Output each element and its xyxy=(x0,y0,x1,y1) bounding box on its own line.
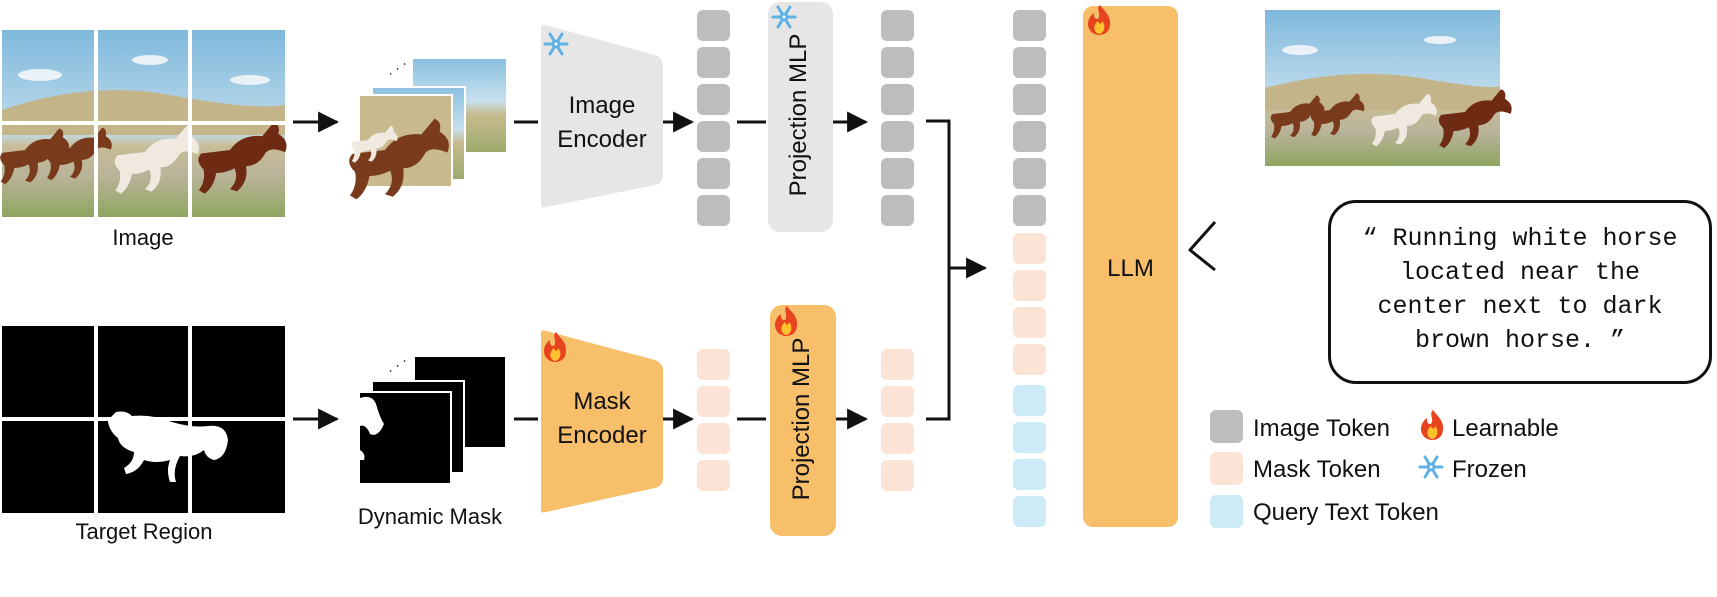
speech-bubble-pointer xyxy=(1188,221,1217,272)
mask-token-column-1 xyxy=(697,349,730,491)
llm-block xyxy=(1083,6,1178,527)
legend-query-text-token: Query Text Token xyxy=(1253,499,1439,526)
llm-label: LLM xyxy=(1107,255,1154,282)
image-token-column-2 xyxy=(881,10,914,226)
projection-mlp-bottom-block xyxy=(770,305,836,536)
legend-frozen: Frozen xyxy=(1452,456,1527,483)
legend-swatch-image-token xyxy=(1210,410,1243,443)
target-region-mask xyxy=(2,326,285,513)
dynamic-mask-label: Dynamic Mask xyxy=(357,504,503,529)
llm-input-token-column xyxy=(1013,10,1046,527)
caption-text: “ Running white horse located near the c… xyxy=(1362,224,1678,355)
projection-mlp-top-block xyxy=(768,2,833,232)
fire-icon xyxy=(1421,410,1444,440)
output-image xyxy=(1265,10,1512,166)
legend-mask-token: Mask Token xyxy=(1253,456,1381,483)
image-label: Image xyxy=(112,225,174,250)
target-region-label: Target Region xyxy=(75,519,213,544)
mask-encoder-label: Mask Encoder xyxy=(557,388,647,449)
legend-learnable: Learnable xyxy=(1452,415,1559,442)
snowflake-icon xyxy=(543,32,569,56)
snowflake-icon xyxy=(1418,455,1444,479)
dynamic-image-crops xyxy=(349,59,506,200)
fire-icon xyxy=(544,332,567,362)
merge-bracket xyxy=(926,119,951,421)
fire-icon xyxy=(775,306,798,336)
projection-mlp-top-label: Projection MLP xyxy=(785,33,812,197)
legend-swatch-mask-token xyxy=(1210,452,1243,485)
legend-swatch-query-text-token xyxy=(1210,495,1243,528)
projection-mlp-bottom-label: Projection MLP xyxy=(788,337,815,501)
image-encoder-block xyxy=(541,24,663,208)
dynamic-mask-crops xyxy=(358,355,507,485)
legend-image-token: Image Token xyxy=(1253,415,1390,442)
fire-icon xyxy=(1088,5,1111,35)
snowflake-icon xyxy=(771,5,797,29)
caption-speech-bubble xyxy=(1328,200,1712,384)
mask-token-column-2 xyxy=(881,349,914,491)
input-image xyxy=(0,30,287,217)
image-encoder-label: Image Encoder xyxy=(557,92,647,153)
mask-encoder-block xyxy=(541,330,663,513)
image-token-column-1 xyxy=(697,10,730,226)
